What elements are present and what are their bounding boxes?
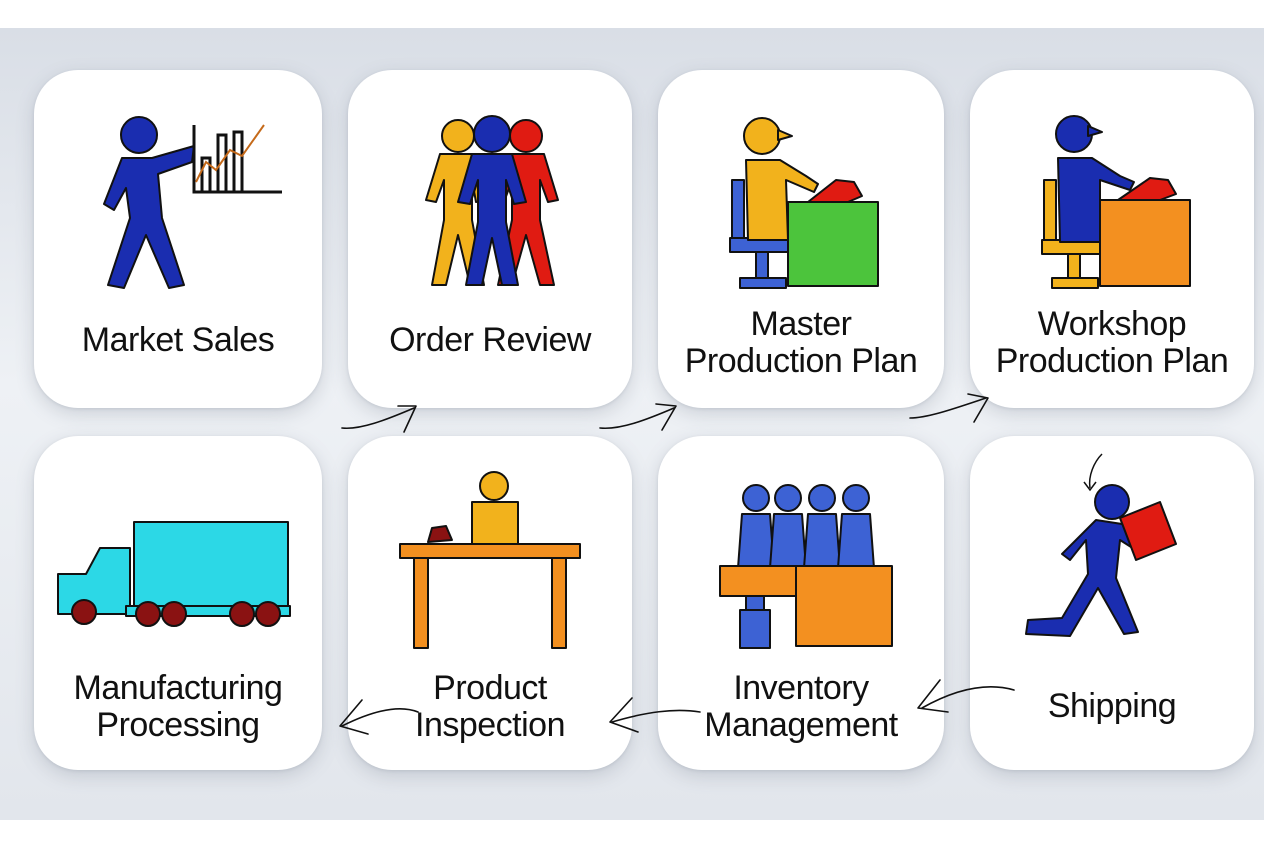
card-inventory-management: Inventory Management — [658, 436, 944, 770]
step-label: Order Review — [389, 321, 591, 359]
card-master-production-plan: Master Production Plan — [658, 70, 944, 408]
presenter-chart-icon — [103, 116, 282, 289]
inspector-at-table-icon — [399, 471, 581, 649]
step-label: Manufacturing — [73, 669, 283, 707]
step-label-line2: Inspection — [415, 706, 566, 744]
step-label: Market Sales — [81, 321, 275, 359]
step-label: Shipping — [1047, 687, 1177, 725]
step-label-line2: Production Plan — [684, 342, 918, 380]
step-label-line2: Production Plan — [995, 342, 1229, 380]
step-label: Workshop — [1037, 305, 1187, 343]
inventory-team-icon — [719, 484, 893, 649]
workshop-planner-icon — [1041, 115, 1191, 289]
card-product-inspection: Product Inspection — [348, 436, 632, 770]
step-label-line2: Management — [704, 706, 898, 744]
card-order-review: Order Review — [348, 70, 632, 408]
card-shipping: Shipping — [970, 436, 1254, 770]
step-label: Inventory — [733, 669, 869, 707]
card-market-sales: Market Sales — [34, 70, 322, 408]
card-workshop-production-plan: Workshop Production Plan — [970, 70, 1254, 408]
planner-at-desk-icon — [729, 117, 879, 289]
team-group-icon — [425, 115, 559, 286]
step-label: Product — [433, 669, 547, 707]
courier-carrying-box-icon — [1025, 453, 1177, 637]
card-manufacturing-processing: Manufacturing Processing — [34, 436, 322, 770]
step-label-line2: Processing — [96, 706, 260, 744]
step-label: Master — [750, 305, 852, 343]
truck-icon — [57, 521, 291, 627]
